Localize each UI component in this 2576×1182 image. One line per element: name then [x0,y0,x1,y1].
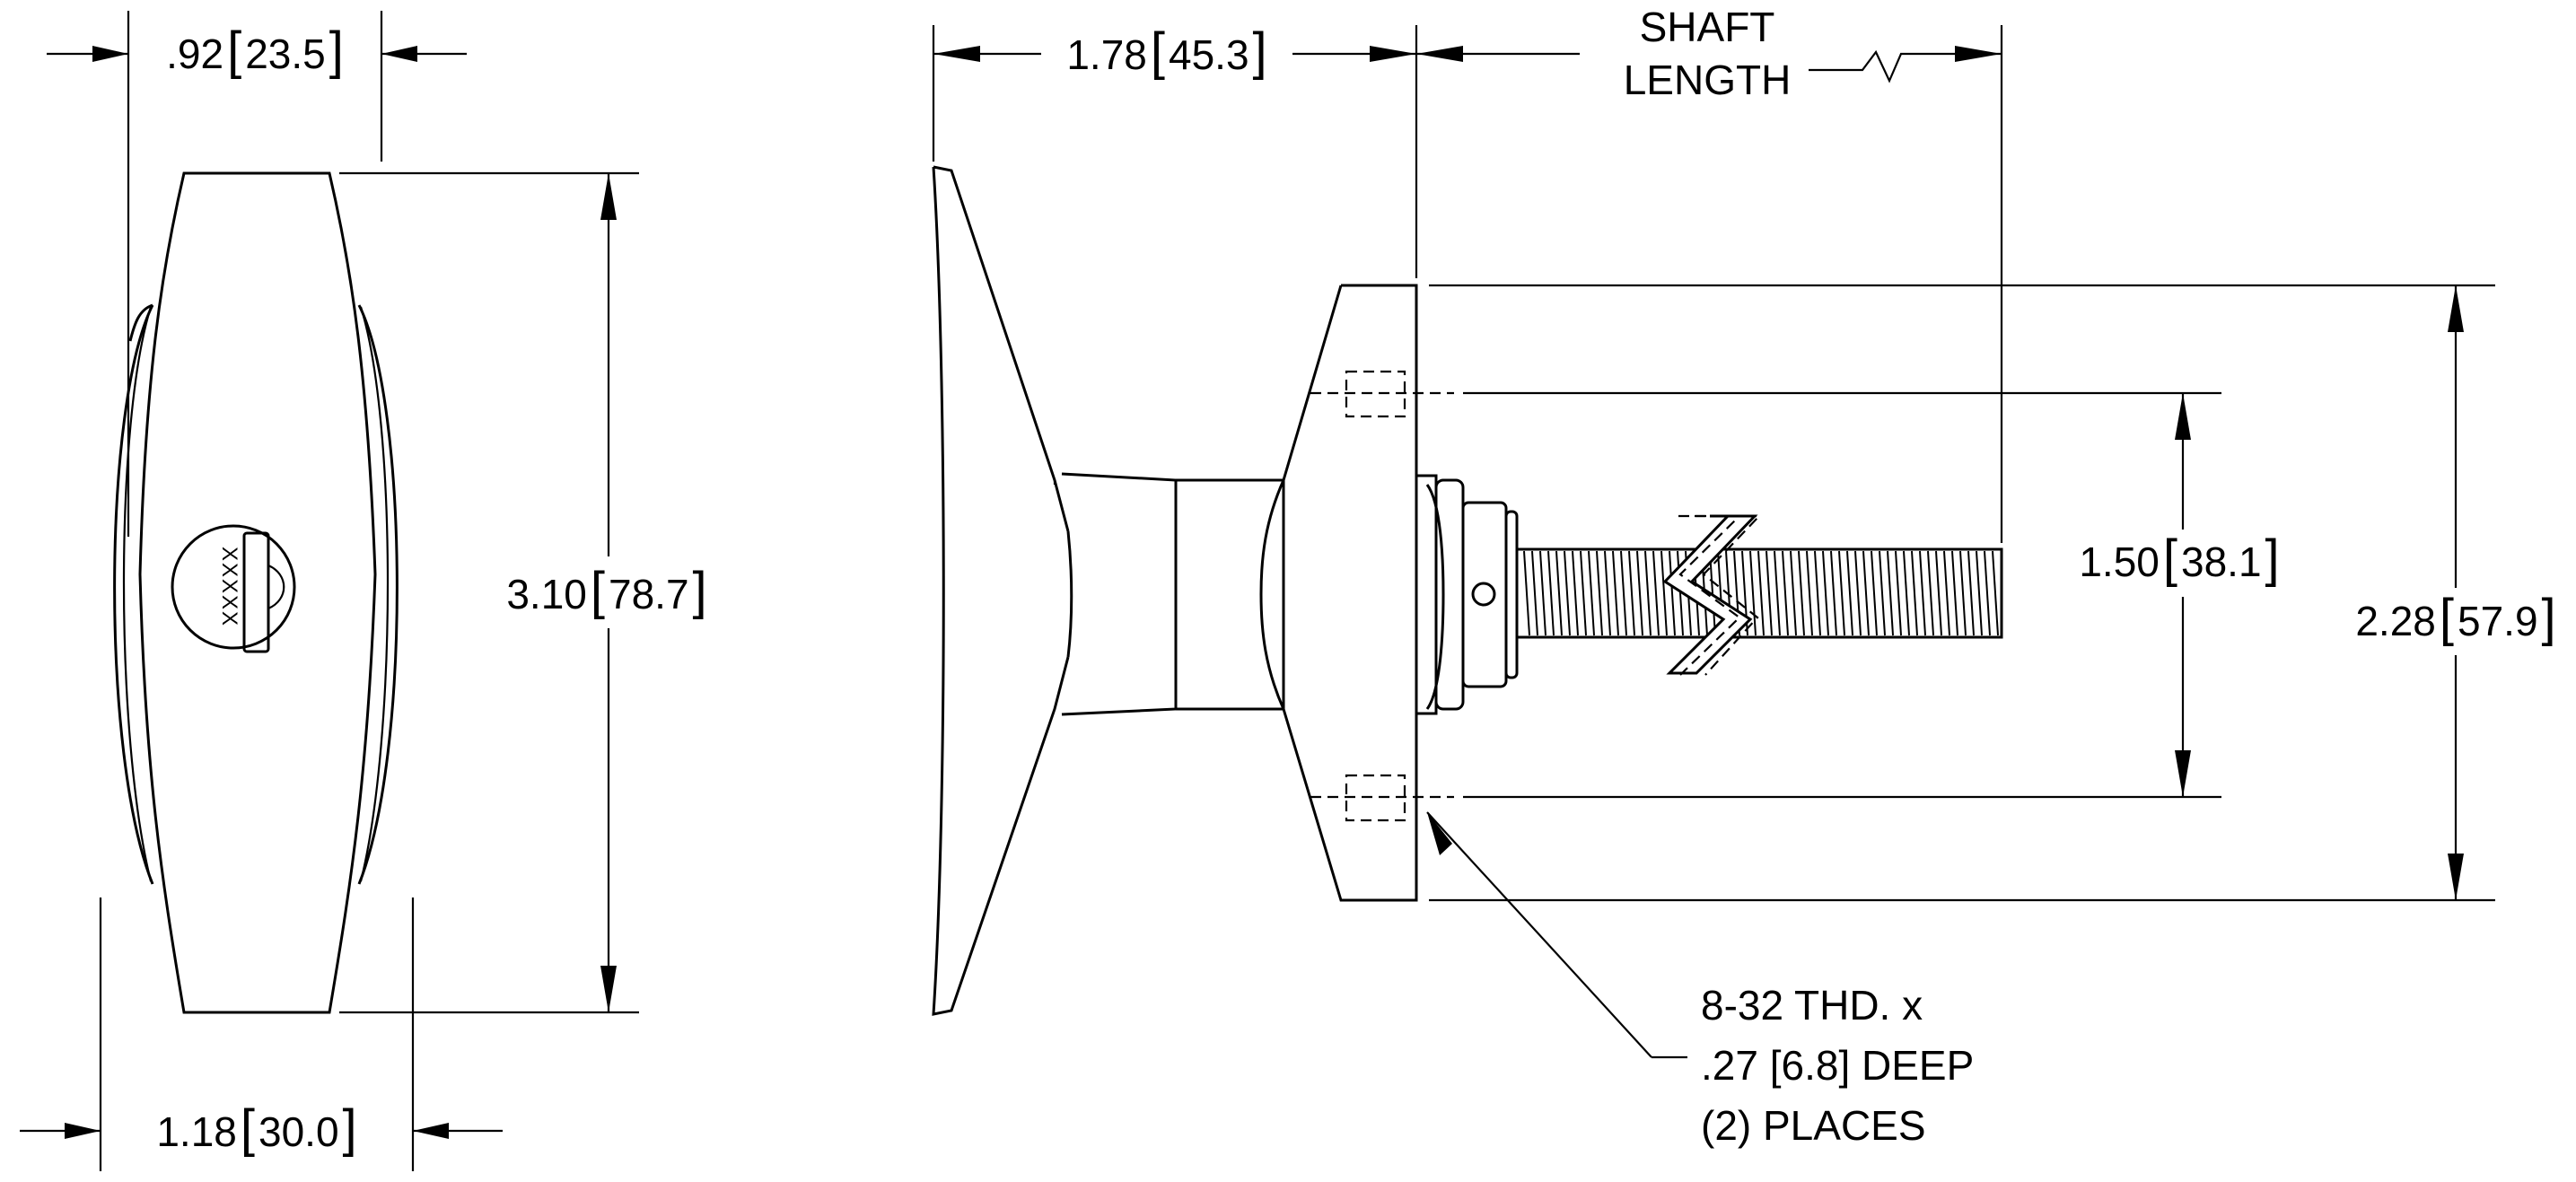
thread-note: 8-32 THD. x .27 [6.8] DEEP (2) PLACES [1701,982,1974,1149]
handle-front-outline [138,171,377,1014]
dim-front-width-top: .92[23.5] [166,22,344,80]
handle-boss [1176,478,1285,711]
key-code-label: XXXXX [217,547,241,627]
lock-cylinder [171,524,296,650]
svg-text:8-32 THD. x: 8-32 THD. x [1701,982,1923,1029]
svg-text:1.18[30.0]: 1.18[30.0] [156,1099,356,1158]
svg-text:(2) PLACES: (2) PLACES [1701,1102,1926,1149]
threaded-shaft [1515,514,2003,676]
dim-handle-depth: 1.78[45.3] [1066,22,1266,81]
key-slot [242,531,270,653]
handle-left-wing [113,303,154,885]
svg-text:SHAFT: SHAFT [1640,4,1775,50]
svg-text:1.78[45.3]: 1.78[45.3] [1066,22,1266,81]
dim-front-width-bottom: 1.18[30.0] [156,1099,356,1158]
svg-text:.27 [6.8] DEEP: .27 [6.8] DEEP [1701,1042,1974,1089]
dim-hole-spacing: 1.50[38.1] [2079,530,2279,588]
dim-front-height: 3.10[78.7] [506,562,706,620]
svg-text:2.28[57.9]: 2.28[57.9] [2355,589,2555,647]
front-view: XXXXX .92[23.5] 1.18[30.0] 3.10[78.7] [20,11,707,1171]
side-view: 1.78[45.3] SHAFT LENGTH 1.50[38.1] 2.28[… [932,4,2556,1149]
t-handle-side [932,165,1070,1016]
svg-text:.92[23.5]: .92[23.5] [166,22,344,80]
svg-text:3.10[78.7]: 3.10[78.7] [506,562,706,620]
dim-flange-height: 2.28[57.9] [2355,589,2555,647]
svg-text:LENGTH: LENGTH [1624,57,1792,103]
handle-right-wing [357,304,399,885]
dim-shaft-length: SHAFT LENGTH [1624,4,1792,103]
svg-text:1.50[38.1]: 1.50[38.1] [2079,530,2279,588]
